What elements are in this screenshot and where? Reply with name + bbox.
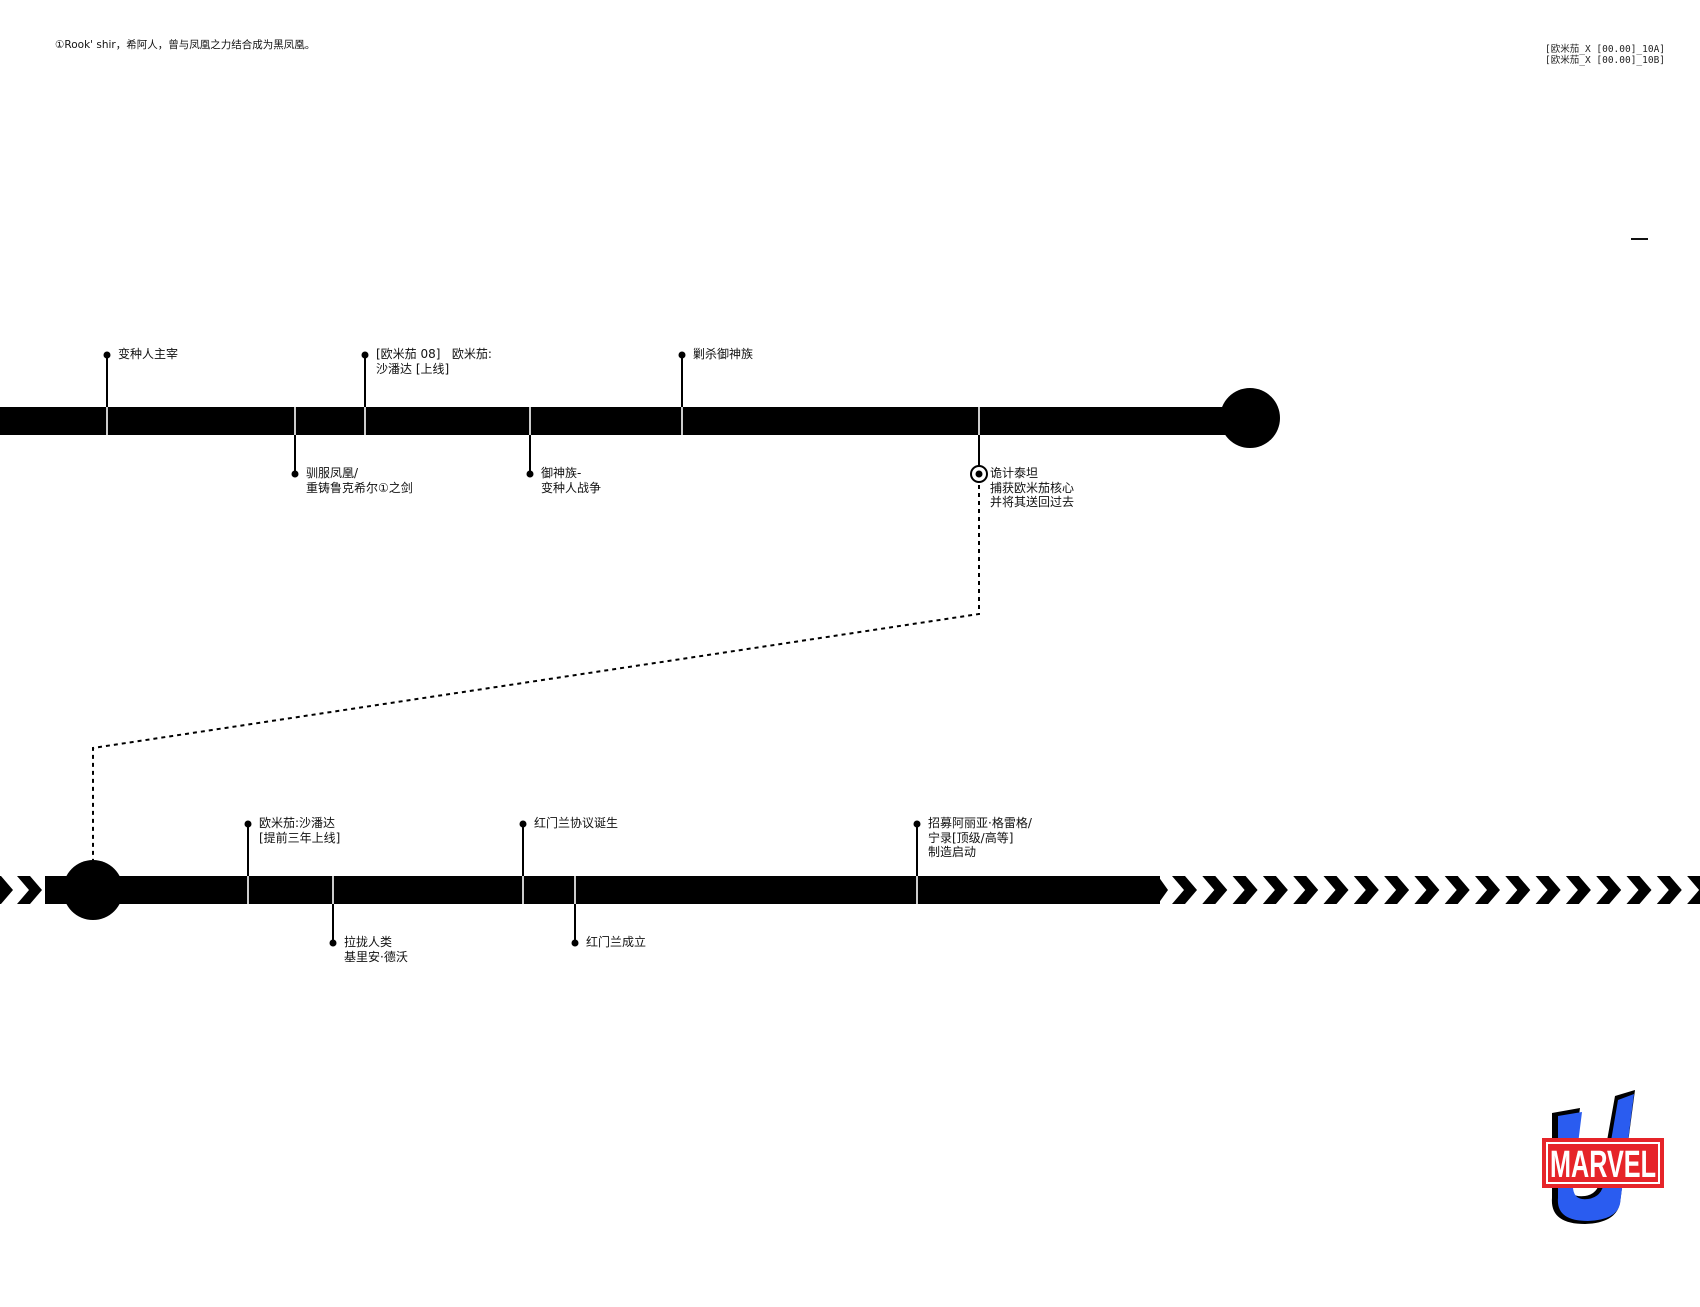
chevron-icon [1505,876,1531,904]
chevron-icon [1353,876,1379,904]
chevron-icon [0,876,13,904]
chevron-icon [1414,876,1440,904]
chevron-icon [1565,876,1591,904]
chevron-icon [1444,876,1470,904]
bottom-timeline-bar [45,876,1160,904]
svg-text:MARVEL: MARVEL [1550,1144,1656,1186]
top-event-dot [678,351,686,359]
bottom-event-dot [244,820,252,828]
top-event-dot [103,351,111,359]
bottom-event-dot [329,939,337,947]
top-event-label: 剿杀御神族 [693,347,754,361]
top-event-label: 诡计泰坦 捕获欧米茄核心 并将其送回过去 [990,466,1075,509]
chevron-icon [1293,876,1319,904]
top-event-label: 变种人主宰 [118,347,179,361]
bottom-event-dot [571,939,579,947]
top-timeline-bar [0,407,1240,435]
top-event-dot [526,470,534,478]
top-event-label: 御神族- 变种人战争 [541,466,602,495]
bottom-timeline-start-node [63,860,123,920]
bottom-timeline-tip [1158,876,1168,904]
page-code-b: [欧米茄_X [00.00]_10B] [1545,55,1666,66]
chevron-icon [1384,876,1410,904]
bottom-event-label: 拉拢人类 基里安·德沃 [344,935,408,964]
page-codes: [欧米茄_X [00.00]_10A] [欧米茄_X [00.00]_10B] [1545,44,1665,66]
chevron-icon [1535,876,1561,904]
bottom-event-label: 欧米茄:沙潘达 [提前三年上线] [259,816,341,845]
bottom-event-label: 招募阿丽亚·格雷格/ 宁录[顶级/高等] 制造启动 [928,816,1032,859]
chevron-icon [1475,876,1500,904]
top-event-label: [欧米茄 08] 欧米茄: 沙潘达 [上线] [376,347,492,376]
bottom-event-dot [913,820,921,828]
chevron-icon [1626,876,1652,904]
top-timeline-end-node [1220,388,1280,448]
chevron-icon [1596,876,1622,904]
top-event-dot [361,351,369,359]
bottom-event-label: 红门兰成立 [586,935,647,949]
footnote: ①Rook' shir，希阿人，曾与凤凰之力结合成为黑凤凰。 [55,39,316,51]
page-code-a: [欧米茄_X [00.00]_10A] [1545,44,1666,55]
marvel-u-logo: MARVEL [1542,1090,1664,1224]
chevron-icon [1202,876,1228,904]
bottom-event-label: 红门兰协议诞生 [534,816,619,830]
chevron-icon [17,876,42,904]
chevron-icon [1687,876,1700,904]
chevron-icon [1172,876,1197,904]
chevron-icon [1656,876,1682,904]
top-event-label: 驯服凤凰/ 重铸鲁克希尔①之剑 [306,466,413,495]
chevron-icon [1323,876,1349,904]
bottom-event-dot [519,820,527,828]
chevron-icon [1232,876,1258,904]
chevron-icon [1262,876,1288,904]
time-travel-dashed-link [92,485,980,860]
page-dash [1631,238,1648,240]
top-event-dot [291,470,299,478]
top-event-ring-dot [975,470,983,478]
